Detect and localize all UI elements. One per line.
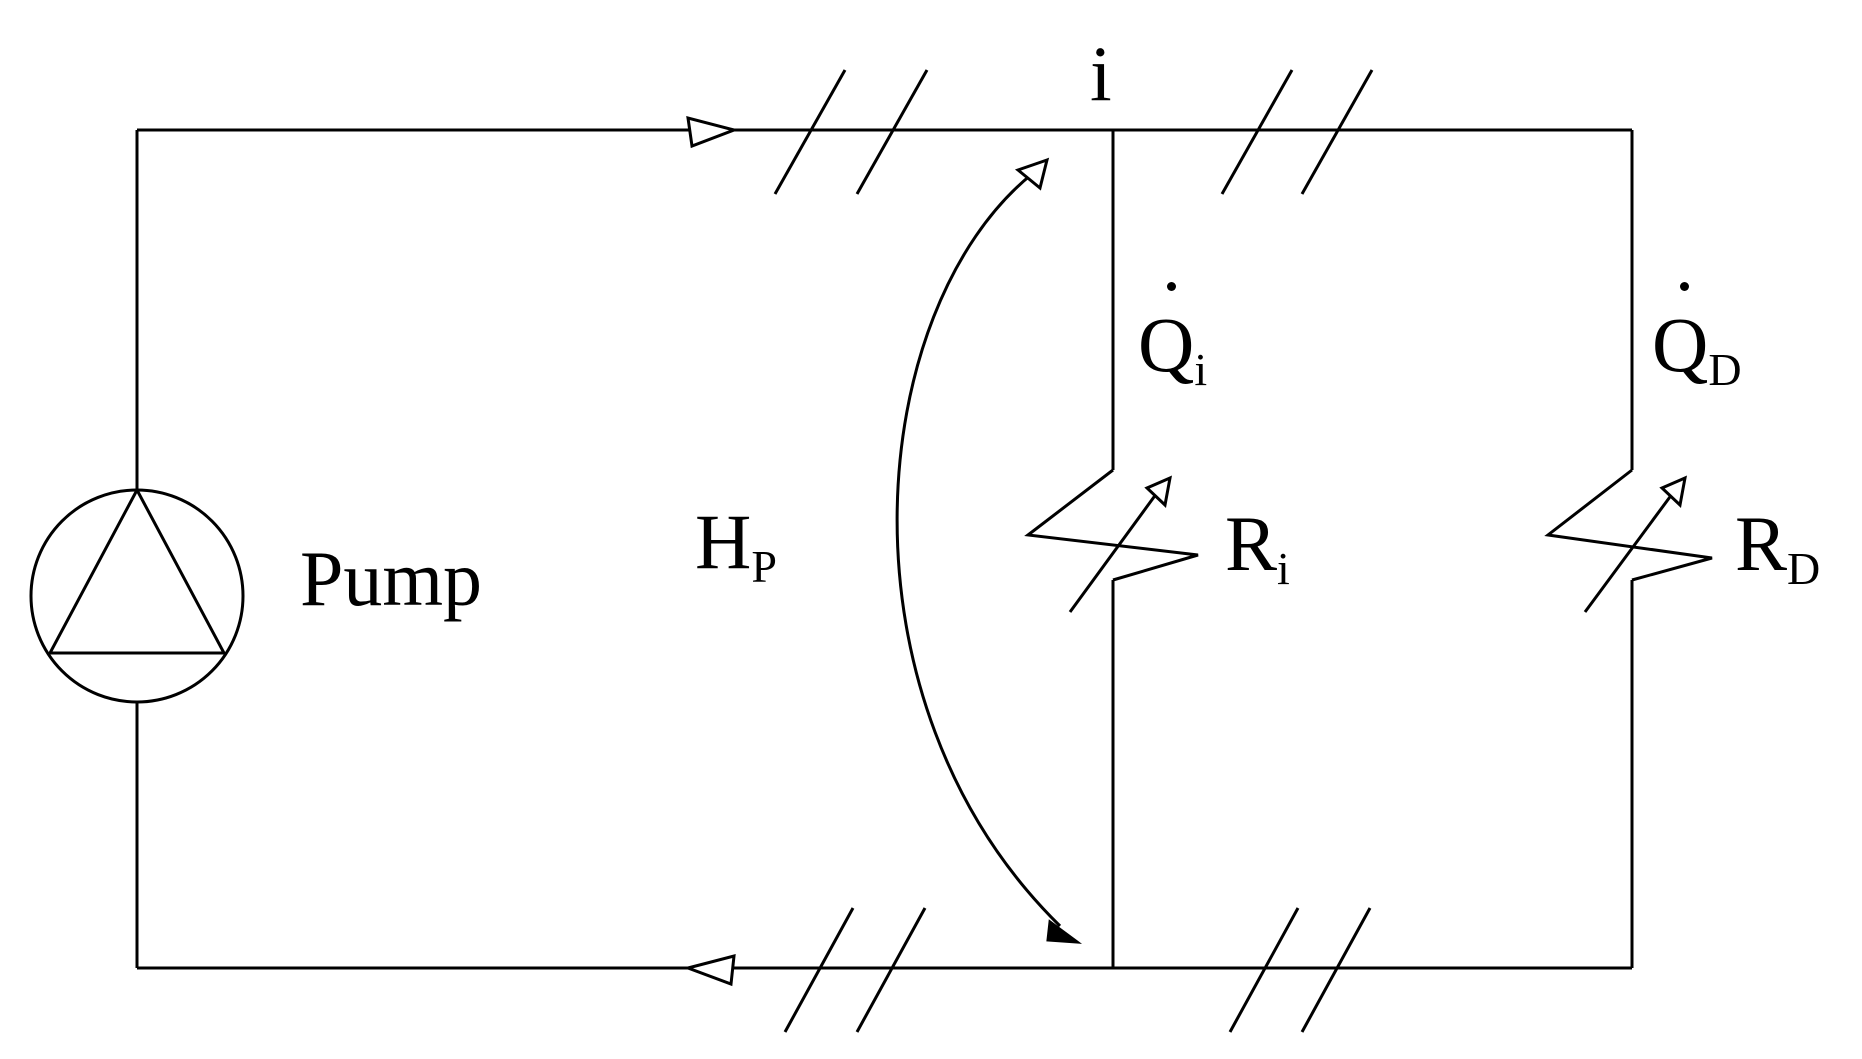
q-i-dot-icon <box>1167 282 1176 291</box>
pump-icon <box>29 488 245 704</box>
branch-d-variable-arrow-head <box>1659 475 1687 508</box>
flow-label-d-main: Q <box>1652 301 1709 388</box>
flow-label-d-sub: D <box>1708 344 1742 395</box>
break-mark-bottom-right-2 <box>1300 907 1372 1033</box>
head-arc-bottom-arrow <box>1046 919 1083 944</box>
branch-d-variable-arrow-shaft <box>1583 485 1680 613</box>
flow-label-i-sub: i <box>1194 344 1208 395</box>
break-mark-top-left-1 <box>773 69 847 195</box>
break-mark-bottom-left-1 <box>783 907 855 1033</box>
flow-label-i-main: Q <box>1138 301 1195 388</box>
head-arc-top-arrow <box>1014 157 1050 191</box>
break-mark-top-left-2 <box>855 69 929 195</box>
resistance-label-i-sub: i <box>1277 543 1290 594</box>
q-d-dot-icon <box>1680 282 1689 291</box>
break-mark-bottom-right-1 <box>1228 907 1300 1033</box>
head-label-sub: P <box>751 541 777 592</box>
branch-d-resistor <box>1544 468 1713 582</box>
resistance-label-d: RD <box>1735 505 1820 592</box>
node-label: i <box>1090 30 1112 117</box>
head-label-main: H <box>695 498 752 585</box>
break-mark-top-right-2 <box>1300 69 1374 195</box>
branch-i-resistor <box>1024 468 1199 582</box>
supply-flow-arrow <box>686 115 739 149</box>
resistance-label-d-main: R <box>1735 500 1788 587</box>
branch-i-variable-arrow-head <box>1144 475 1172 508</box>
pump-triangle <box>47 489 227 655</box>
resistance-label-i: Ri <box>1225 505 1290 592</box>
return-flow-arrow <box>683 954 736 987</box>
break-mark-top-right-1 <box>1220 69 1294 195</box>
head-arc <box>895 172 1062 928</box>
branch-i-variable-arrow-shaft <box>1068 485 1164 613</box>
flow-label-d: QD <box>1652 306 1742 393</box>
resistance-label-d-sub: D <box>1787 543 1821 594</box>
pump-label: Pump <box>300 535 483 622</box>
flow-label-i: Qi <box>1138 306 1207 393</box>
head-label: HP <box>695 503 777 590</box>
resistance-label-i-main: R <box>1225 500 1278 587</box>
break-mark-bottom-left-2 <box>855 907 927 1033</box>
